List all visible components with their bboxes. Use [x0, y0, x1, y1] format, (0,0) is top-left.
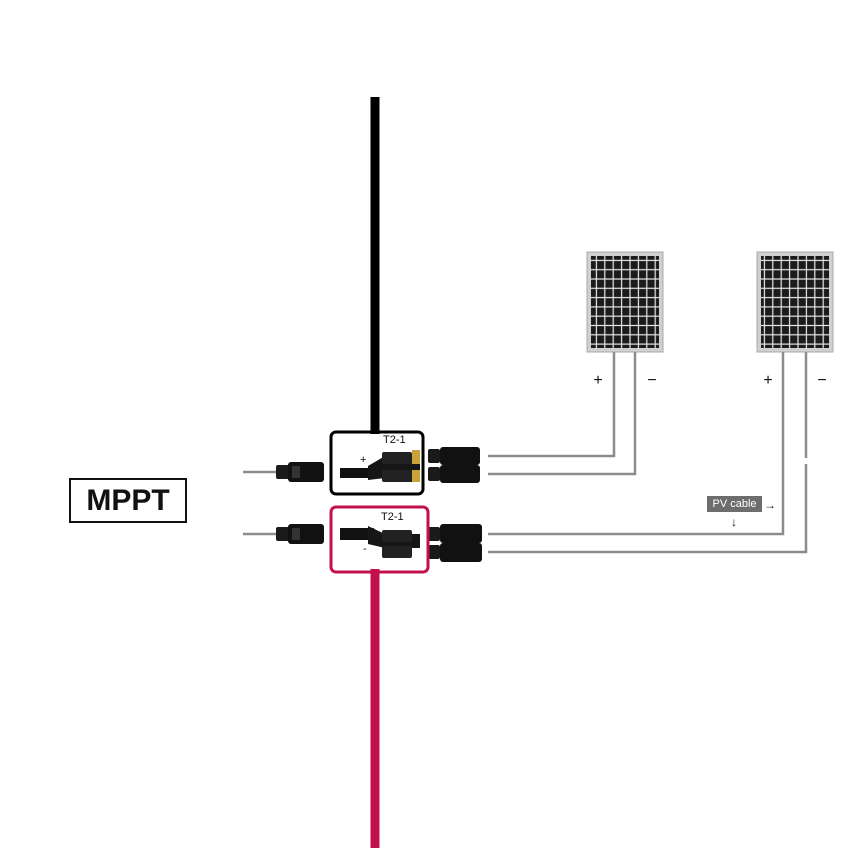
solar-panel-1: [586, 251, 664, 353]
panel-2-plus-label: +: [763, 372, 772, 389]
pv-cable-arrow-down: ↓: [731, 515, 737, 529]
mc4-connector-positive: [276, 462, 324, 482]
mc4-connector-negative: [276, 524, 324, 544]
connector-highlight-negative: [329, 505, 430, 574]
pv-wires: [488, 352, 808, 554]
panel-side-connectors: [428, 447, 482, 562]
y-branch-positive: [340, 450, 420, 482]
pv-cable-label: PV cable: [712, 498, 757, 510]
pv-cable-arrow-right: →: [764, 498, 776, 512]
connector-polarity-label-bottom: -: [363, 543, 367, 555]
panel-2-minus-label: −: [817, 372, 826, 389]
solar-panel-2: [756, 251, 834, 353]
pv-cable-tag: PV cable: [707, 496, 762, 512]
connector-highlight-positive: [329, 430, 425, 496]
y-branch-negative: [340, 526, 420, 558]
connector-polarity-label-top: +: [360, 454, 366, 466]
mppt-label: MPPT: [86, 483, 170, 517]
connector-model-label-bottom: T2-1: [381, 511, 404, 523]
mppt-label-box: MPPT: [69, 478, 187, 523]
connector-model-label-top: T2-1: [383, 434, 406, 446]
panel-1-plus-label: +: [593, 372, 602, 389]
panel-1-minus-label: −: [647, 372, 656, 389]
